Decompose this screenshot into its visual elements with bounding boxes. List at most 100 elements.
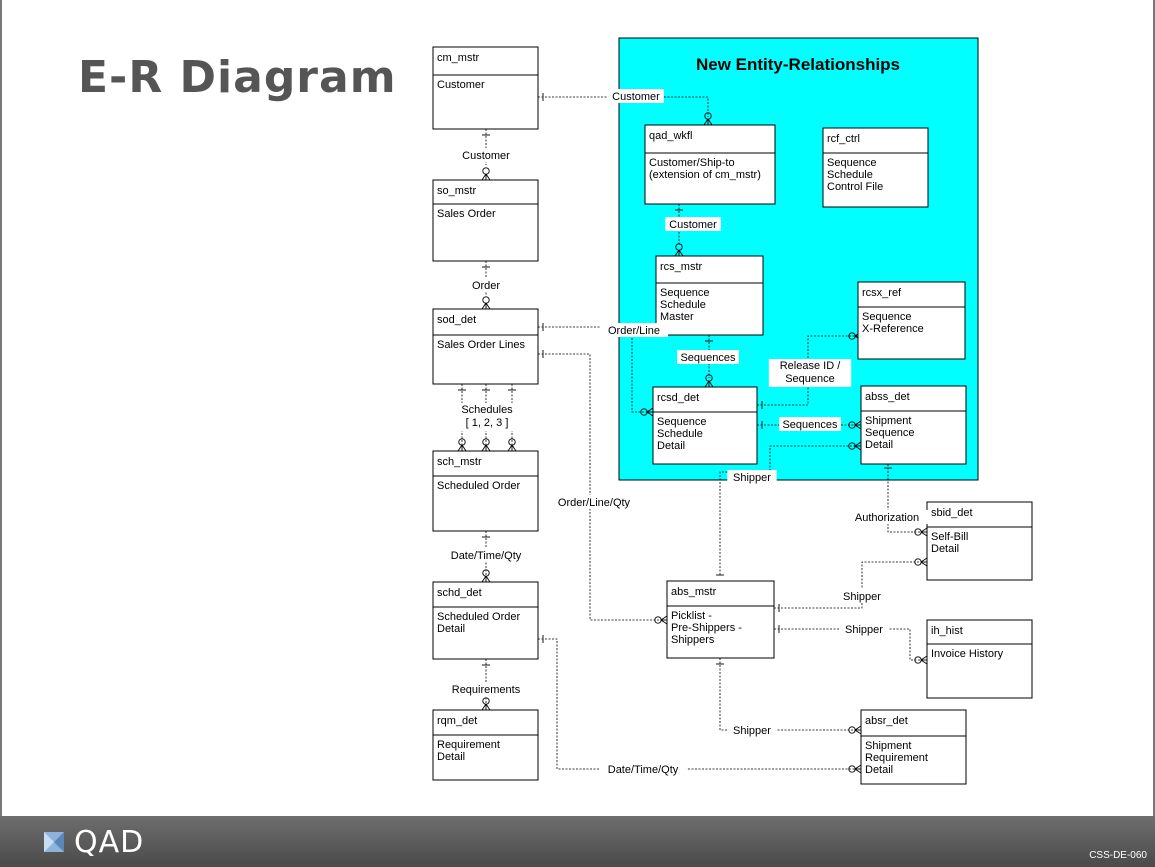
relationship-label: Schedules[ 1, 2, 3 ] xyxy=(448,403,526,431)
cardinality-many-mark xyxy=(848,441,862,451)
entity-name: rcf_ctrl xyxy=(827,133,860,145)
entity-name: sch_mstr xyxy=(437,456,482,468)
entity-description: Scheduled Order xyxy=(437,611,520,623)
entity-name: sod_det xyxy=(437,314,476,326)
relationship-line xyxy=(538,353,664,621)
entity-name: cm_mstr xyxy=(437,52,480,64)
cardinality-many-mark xyxy=(848,420,862,430)
cardinality-many-mark xyxy=(481,167,491,181)
relationship-label: Customer xyxy=(608,89,664,103)
relationship-label: Requirements xyxy=(445,682,527,696)
entity-description: Customer xyxy=(437,79,485,91)
cardinality-many-mark xyxy=(848,764,862,774)
relationship-label: Date/Time/Qty xyxy=(599,762,687,776)
relationship-line xyxy=(538,96,709,117)
entity-description: Self-Bill xyxy=(931,531,968,543)
entity-description: Pre-Shippers - xyxy=(671,622,742,634)
cardinality-many-mark xyxy=(703,112,713,126)
relationship-label-text: [ 1, 2, 3 ] xyxy=(466,417,509,429)
entity-name: rcs_mstr xyxy=(660,261,703,273)
relationship-label: Shipper xyxy=(727,723,777,737)
cardinality-many-mark xyxy=(914,527,928,537)
entity-name: ih_hist xyxy=(931,625,963,637)
relationship-label-text: Sequences xyxy=(782,419,838,431)
relationship-label-text: Order/Line xyxy=(608,325,660,337)
entity-description: Detail xyxy=(931,543,959,555)
entity-description: (extension of cm_mstr) xyxy=(649,169,761,181)
panel-title: New Entity-Relationships xyxy=(696,55,900,74)
relationship-label-text: Date/Time/Qty xyxy=(451,550,522,562)
entity-description: Schedule xyxy=(657,428,703,440)
entity-name: sbid_det xyxy=(931,507,973,519)
relationship-line xyxy=(719,658,856,731)
relationship-label-text: Customer xyxy=(612,91,660,103)
relationship-label-text: Customer xyxy=(462,150,510,162)
cardinality-many-mark xyxy=(481,296,491,310)
relationship-label-text: Sequence xyxy=(785,373,835,385)
qad-logo: QAD xyxy=(40,824,145,860)
entity-description: Detail xyxy=(437,751,465,763)
slide-right-border xyxy=(1153,0,1155,816)
entity-description: Customer/Ship-to xyxy=(649,157,735,169)
entity-description: Shipment xyxy=(865,740,911,752)
relationship-label: Release ID /Sequence xyxy=(768,359,852,387)
relationship-label-text: Order/Line/Qty xyxy=(558,497,631,509)
relationship-label-text: Release ID / xyxy=(780,360,841,372)
er-diagram: New Entity-Relationships cm_mstrCustomer… xyxy=(432,37,1033,785)
entity-description: Sequence xyxy=(657,416,707,428)
entity-name: rcsx_ref xyxy=(862,287,902,299)
slide-title: E-R Diagram xyxy=(78,52,397,103)
relationship-label: Sequences xyxy=(779,417,841,431)
entity-description: Detail xyxy=(657,440,685,452)
relationship-label-text: Sequences xyxy=(680,352,736,364)
cardinality-many-mark xyxy=(481,697,491,711)
cardinality-many-mark xyxy=(457,438,467,452)
entity-description: Requirement xyxy=(437,739,500,751)
relationship-label: Shipper xyxy=(839,622,889,636)
relationship-label: Order xyxy=(467,278,505,292)
cardinality-many-mark xyxy=(704,374,714,388)
relationship-label-text: Authorization xyxy=(855,512,919,524)
entity-description: Control File xyxy=(827,181,883,193)
entity-description: Detail xyxy=(437,623,465,635)
relationship-line xyxy=(538,638,856,770)
slide-code: CSS-DE-060 xyxy=(1089,850,1147,861)
entity-description: Detail xyxy=(865,764,893,776)
entity-name: abss_det xyxy=(865,391,910,403)
entity-description: X-Reference xyxy=(862,323,924,335)
entity-name: qad_wkfl xyxy=(649,130,692,142)
relationship-label-text: Shipper xyxy=(733,472,771,484)
entity-description: Sales Order Lines xyxy=(437,339,526,351)
relationship-label: Shipper xyxy=(837,589,887,603)
slide-left-border xyxy=(0,0,2,816)
relationship-label-text: Schedules xyxy=(461,404,513,416)
relationship-line xyxy=(774,561,922,609)
relationship-label-text: Date/Time/Qty xyxy=(608,764,679,776)
relationship-line xyxy=(719,445,856,575)
qad-logo-icon xyxy=(44,832,64,852)
relationship-label: Shipper xyxy=(727,470,777,484)
entity-description: Sequence xyxy=(862,311,912,323)
entity-description: Sales Order xyxy=(437,208,496,220)
entity-name: absr_det xyxy=(865,715,908,727)
qad-logo-text: QAD xyxy=(74,824,145,860)
entity-description: Schedule xyxy=(660,299,706,311)
entity-description: Sequence xyxy=(827,157,877,169)
cardinality-many-mark xyxy=(914,557,928,567)
entity-description: Invoice History xyxy=(931,648,1004,660)
relationship-label-text: Shipper xyxy=(733,725,771,737)
entity-description: Sequence xyxy=(660,287,710,299)
